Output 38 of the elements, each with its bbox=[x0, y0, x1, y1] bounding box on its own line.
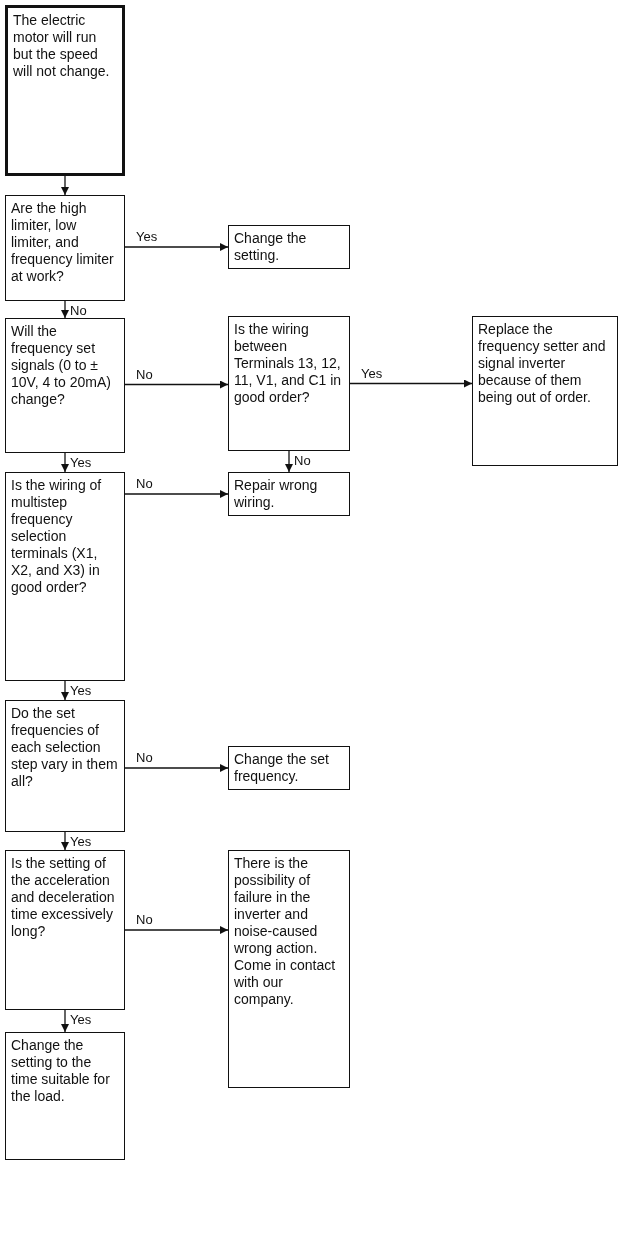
edge-label: Yes bbox=[360, 366, 384, 381]
arrow bbox=[124, 764, 229, 772]
arrow bbox=[61, 831, 69, 851]
process-box: Replace the frequency setter and signal inverter because of them being out of order. bbox=[472, 316, 618, 466]
edge-label: Yes bbox=[135, 230, 159, 244]
edge-label: No bbox=[135, 913, 154, 927]
edge-label: No bbox=[135, 477, 154, 491]
edge-label: No bbox=[135, 367, 154, 382]
arrow bbox=[349, 379, 473, 388]
arrow bbox=[61, 175, 69, 196]
process-box: Do the set frequencies of each selection step vary in them all? bbox=[5, 700, 125, 832]
arrow bbox=[124, 926, 229, 934]
process-box: Are the high limiter, low limiter, and frequency limiter at work? bbox=[5, 195, 125, 301]
arrow bbox=[124, 243, 229, 251]
arrow bbox=[61, 1009, 69, 1033]
arrow bbox=[124, 380, 229, 389]
process-box: Is the wiring of multistep frequency selection terminals (X1, X2, and X3) in good order? bbox=[5, 472, 125, 681]
process-box: Is the wiring between Terminals 13, 12, 11, V1, and C1 in good order? bbox=[228, 316, 350, 451]
arrow bbox=[124, 490, 229, 498]
start-box: The electric motor will run but the speed will not change. bbox=[5, 5, 125, 176]
process-box: There is the possibility of failure in the inverter and noise-caused wrong action. Come in contact with our company. bbox=[228, 850, 350, 1088]
process-box: Repair wrong wiring. bbox=[228, 472, 350, 516]
process-box: Is the setting of the acceleration and deceleration time excessively long? bbox=[5, 850, 125, 1010]
edge-label: No bbox=[69, 304, 88, 318]
process-box: Change the setting to the time suitable for the load. bbox=[5, 1032, 125, 1160]
arrow bbox=[61, 452, 69, 473]
edge-label: No bbox=[293, 454, 312, 468]
process-box: Change the setting. bbox=[228, 225, 350, 269]
process-box: Change the set frequency. bbox=[228, 746, 350, 790]
edge-label: Yes bbox=[69, 684, 93, 698]
edge-label: No bbox=[135, 751, 154, 765]
process-box: Will the frequency set signals (0 to ± 10V, 4 to 20mA) change? bbox=[5, 318, 125, 453]
arrow bbox=[61, 680, 69, 701]
edge-label: Yes bbox=[69, 1013, 93, 1027]
edge-label: Yes bbox=[69, 835, 93, 849]
arrow bbox=[285, 450, 293, 473]
edge-label: Yes bbox=[69, 456, 93, 470]
arrow bbox=[61, 300, 69, 319]
